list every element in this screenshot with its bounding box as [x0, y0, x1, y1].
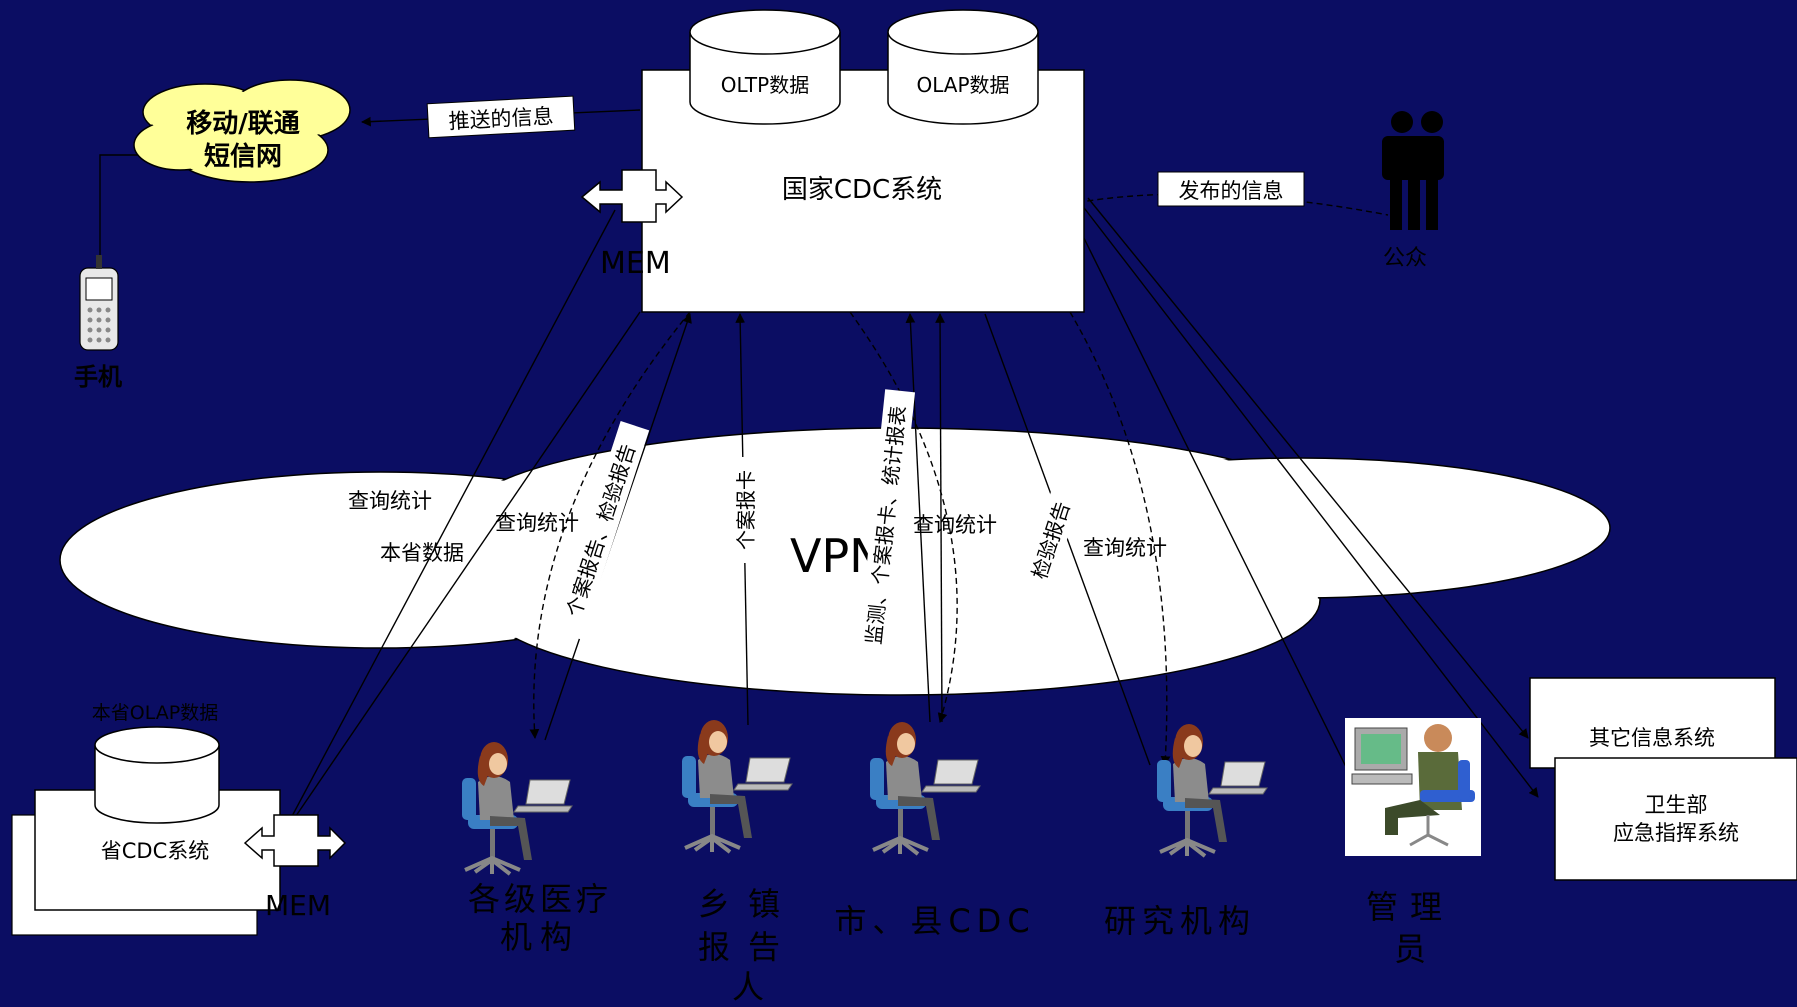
oltp-label: OLTP数据 [721, 73, 809, 97]
phone-label: 手机 [74, 363, 122, 391]
sms-label-line2: 短信网 [204, 142, 282, 172]
township-label-line1: 乡镇 [698, 885, 798, 923]
city-cdc-label: 市、县CDC [834, 902, 1035, 940]
national-mem-label: MEM [600, 246, 671, 281]
admin-label-line1: 管理 [1366, 888, 1454, 926]
edge-city-up [935, 313, 945, 723]
svg-text:发布的信息: 发布的信息 [1179, 179, 1284, 203]
province-olap-label: 本省OLAP数据 [92, 702, 218, 724]
public-people-icon [1382, 111, 1444, 230]
province-mem-icon [243, 814, 347, 867]
edge-query-province [284, 311, 641, 833]
province-olap-database-icon [94, 726, 220, 824]
connections [95, 109, 1539, 836]
svg-text:个案报卡: 个案报卡 [734, 470, 758, 550]
query-stats-label-2: 查询统计 [495, 511, 579, 535]
research-label: 研究机构 [1104, 902, 1256, 940]
edge-other-systems [1087, 197, 1529, 739]
case-card-label: 个案报卡 [731, 457, 761, 563]
sms-label-line1: 移动/联通 [186, 109, 300, 139]
edge-admin [1069, 209, 1351, 776]
vpn-cloud [59, 427, 1611, 696]
svg-text:推送的信息: 推送的信息 [448, 104, 554, 133]
national-mem-icon [580, 169, 684, 223]
township-operator-icon [680, 718, 794, 854]
edge-moh [1077, 199, 1539, 798]
township-label-line2: 报告 [698, 928, 798, 966]
moh-label-line2: 应急指挥系统 [1613, 821, 1739, 845]
sms-cloud [133, 79, 351, 183]
mobile-phone-icon [79, 255, 119, 351]
edge-research-report [984, 313, 1151, 766]
city-operator-icon [868, 720, 982, 856]
medical-label-line1: 各级医疗 [468, 880, 612, 918]
other-systems-box [1529, 677, 1776, 769]
query-stats-label-1: 查询统计 [348, 489, 432, 513]
edge-city-report [905, 313, 931, 723]
pushed-info-label: 推送的信息 [426, 95, 576, 139]
published-info-label: 发布的信息 [1157, 171, 1305, 207]
research-operator-icon [1155, 722, 1269, 858]
public-label: 公众 [1383, 246, 1427, 271]
national-cdc-title: 国家CDC系统 [782, 175, 942, 205]
medical-label-line2: 机构 [500, 918, 580, 956]
moh-box [1554, 757, 1797, 881]
province-cdc-title: 省CDC系统 [101, 839, 210, 863]
edge-mem-province [281, 209, 616, 836]
olap-label: OLAP数据 [916, 73, 1009, 97]
edge-research-query [1069, 311, 1171, 766]
medical-operator-icon [460, 740, 574, 876]
province-mem-label: MEM [265, 889, 331, 922]
admin-label-line2: 员 [1394, 930, 1426, 968]
province-data-label: 本省数据 [380, 541, 464, 565]
edge-sms-phone [95, 154, 152, 293]
moh-label-line1: 卫生部 [1645, 793, 1708, 817]
township-label-line3: 人 [732, 968, 764, 1003]
query-stats-label-4: 查询统计 [1083, 536, 1167, 560]
query-stats-label-3: 查询统计 [913, 513, 997, 537]
olap-database-icon [887, 9, 1039, 125]
edge-medical-query [529, 311, 691, 739]
other-systems-label: 其它信息系统 [1589, 726, 1715, 750]
oltp-database-icon [689, 9, 841, 125]
admin-computer-icon [1345, 718, 1481, 856]
